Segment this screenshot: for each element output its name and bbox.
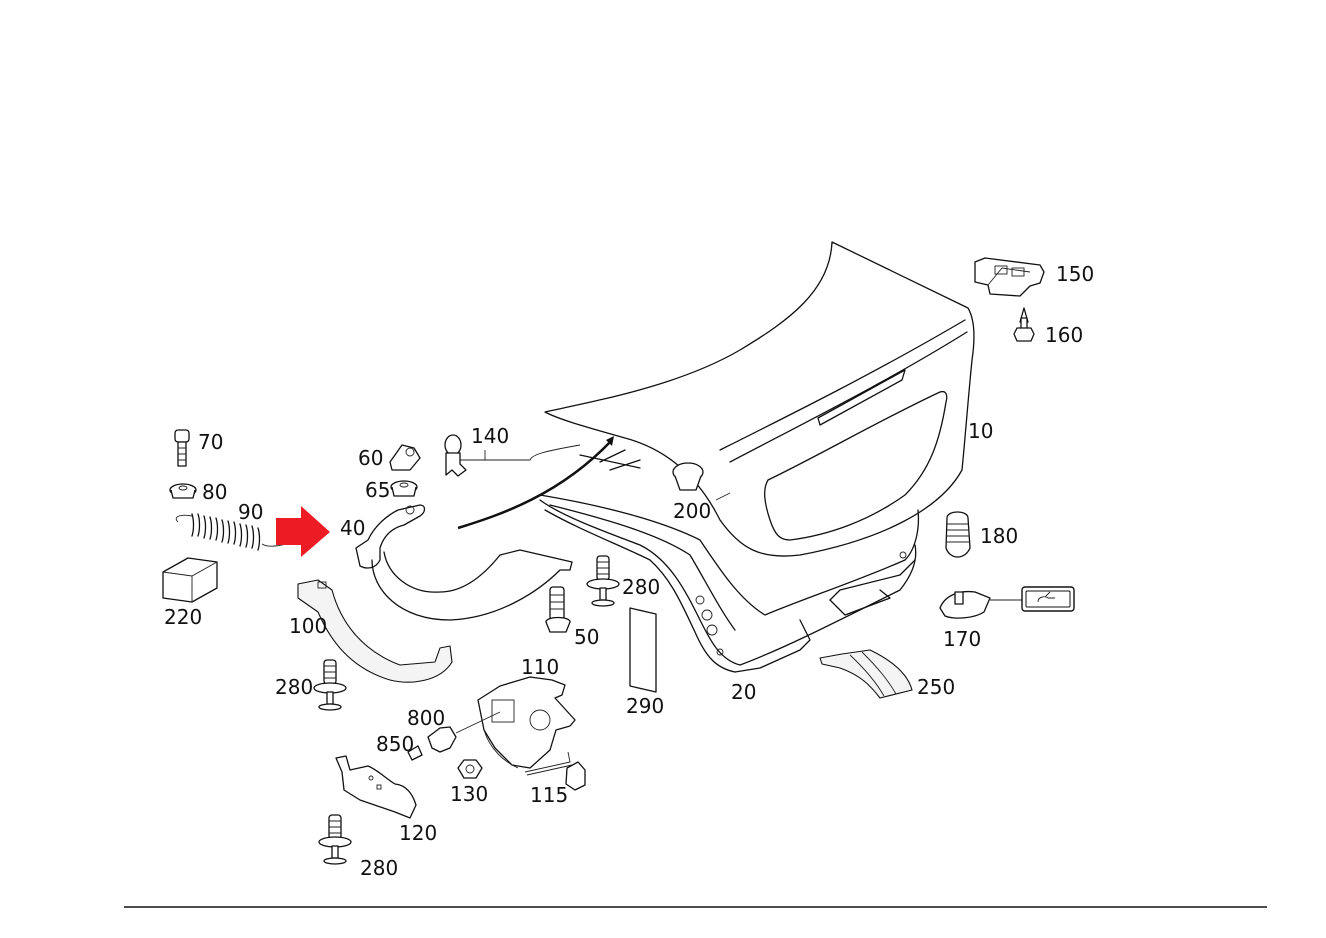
- label-160[interactable]: 160: [1045, 323, 1083, 347]
- label-280-b[interactable]: 280: [275, 675, 313, 699]
- label-290[interactable]: 290: [626, 694, 664, 718]
- bolt-part-70[interactable]: [174, 429, 190, 467]
- label-180[interactable]: 180: [980, 524, 1018, 548]
- block-part-220[interactable]: [162, 557, 218, 603]
- label-10[interactable]: 10: [968, 419, 993, 443]
- clip-part-280-c[interactable]: [318, 814, 352, 865]
- trunk-lid-part[interactable]: [539, 241, 975, 631]
- label-80[interactable]: 80: [202, 480, 227, 504]
- pin-part-50[interactable]: [545, 586, 571, 633]
- nut-part-130[interactable]: [457, 759, 483, 779]
- highlight-arrow: [276, 506, 330, 557]
- screw-part-160[interactable]: [1013, 307, 1035, 342]
- label-800[interactable]: 800: [407, 706, 445, 730]
- cable-arrow: [457, 436, 614, 530]
- label-90[interactable]: 90: [238, 500, 263, 524]
- cylinder-part-800[interactable]: [427, 711, 501, 753]
- label-280-a[interactable]: 280: [622, 575, 660, 599]
- label-115[interactable]: 115: [530, 783, 568, 807]
- cover-part-250[interactable]: [819, 649, 913, 699]
- pad-part-290[interactable]: [629, 607, 657, 693]
- buffer-part-180[interactable]: [945, 511, 971, 558]
- clip-part-280-a[interactable]: [586, 555, 620, 607]
- label-65[interactable]: 65: [365, 478, 390, 502]
- pin-part-850[interactable]: [407, 745, 423, 761]
- label-50[interactable]: 50: [574, 625, 599, 649]
- trunk-seal-frame-part[interactable]: [539, 499, 917, 673]
- latch-piece-part-60[interactable]: [389, 444, 421, 471]
- label-850[interactable]: 850: [376, 732, 414, 756]
- hinge-part-40[interactable]: [355, 504, 573, 621]
- trim-strip-part-100[interactable]: [297, 579, 453, 683]
- label-110[interactable]: 110: [521, 655, 559, 679]
- label-40[interactable]: 40: [340, 516, 365, 540]
- label-280-c[interactable]: 280: [360, 856, 398, 880]
- label-100[interactable]: 100: [289, 614, 327, 638]
- label-150[interactable]: 150: [1056, 262, 1094, 286]
- lever-plate-part-120[interactable]: [335, 755, 417, 819]
- clip-part-140[interactable]: [444, 434, 581, 477]
- label-140[interactable]: 140: [471, 424, 509, 448]
- clip-part-280-b[interactable]: [313, 659, 347, 711]
- microswitch-part-115[interactable]: [524, 751, 586, 791]
- spring-part-90[interactable]: [175, 513, 293, 551]
- trunk-open-icon: [1037, 591, 1055, 603]
- label-130[interactable]: 130: [450, 782, 488, 806]
- label-60[interactable]: 60: [358, 446, 383, 470]
- nut-part-80[interactable]: [169, 483, 197, 499]
- lock-actuator-part-110[interactable]: [477, 676, 576, 769]
- label-120[interactable]: 120: [399, 821, 437, 845]
- label-250[interactable]: 250: [917, 675, 955, 699]
- switch-part-170[interactable]: [939, 586, 1075, 619]
- plug-part-200[interactable]: [672, 462, 731, 501]
- label-20[interactable]: 20: [731, 680, 756, 704]
- label-220[interactable]: 220: [164, 605, 202, 629]
- label-200[interactable]: 200: [673, 499, 711, 523]
- latch-bracket-part-150[interactable]: [974, 257, 1045, 297]
- part-labels: 10 20 40 50 60 65 70 80 90 100 110 115 1…: [164, 262, 1094, 880]
- nut-part-65[interactable]: [390, 480, 418, 497]
- label-170[interactable]: 170: [943, 627, 981, 651]
- label-70[interactable]: 70: [198, 430, 223, 454]
